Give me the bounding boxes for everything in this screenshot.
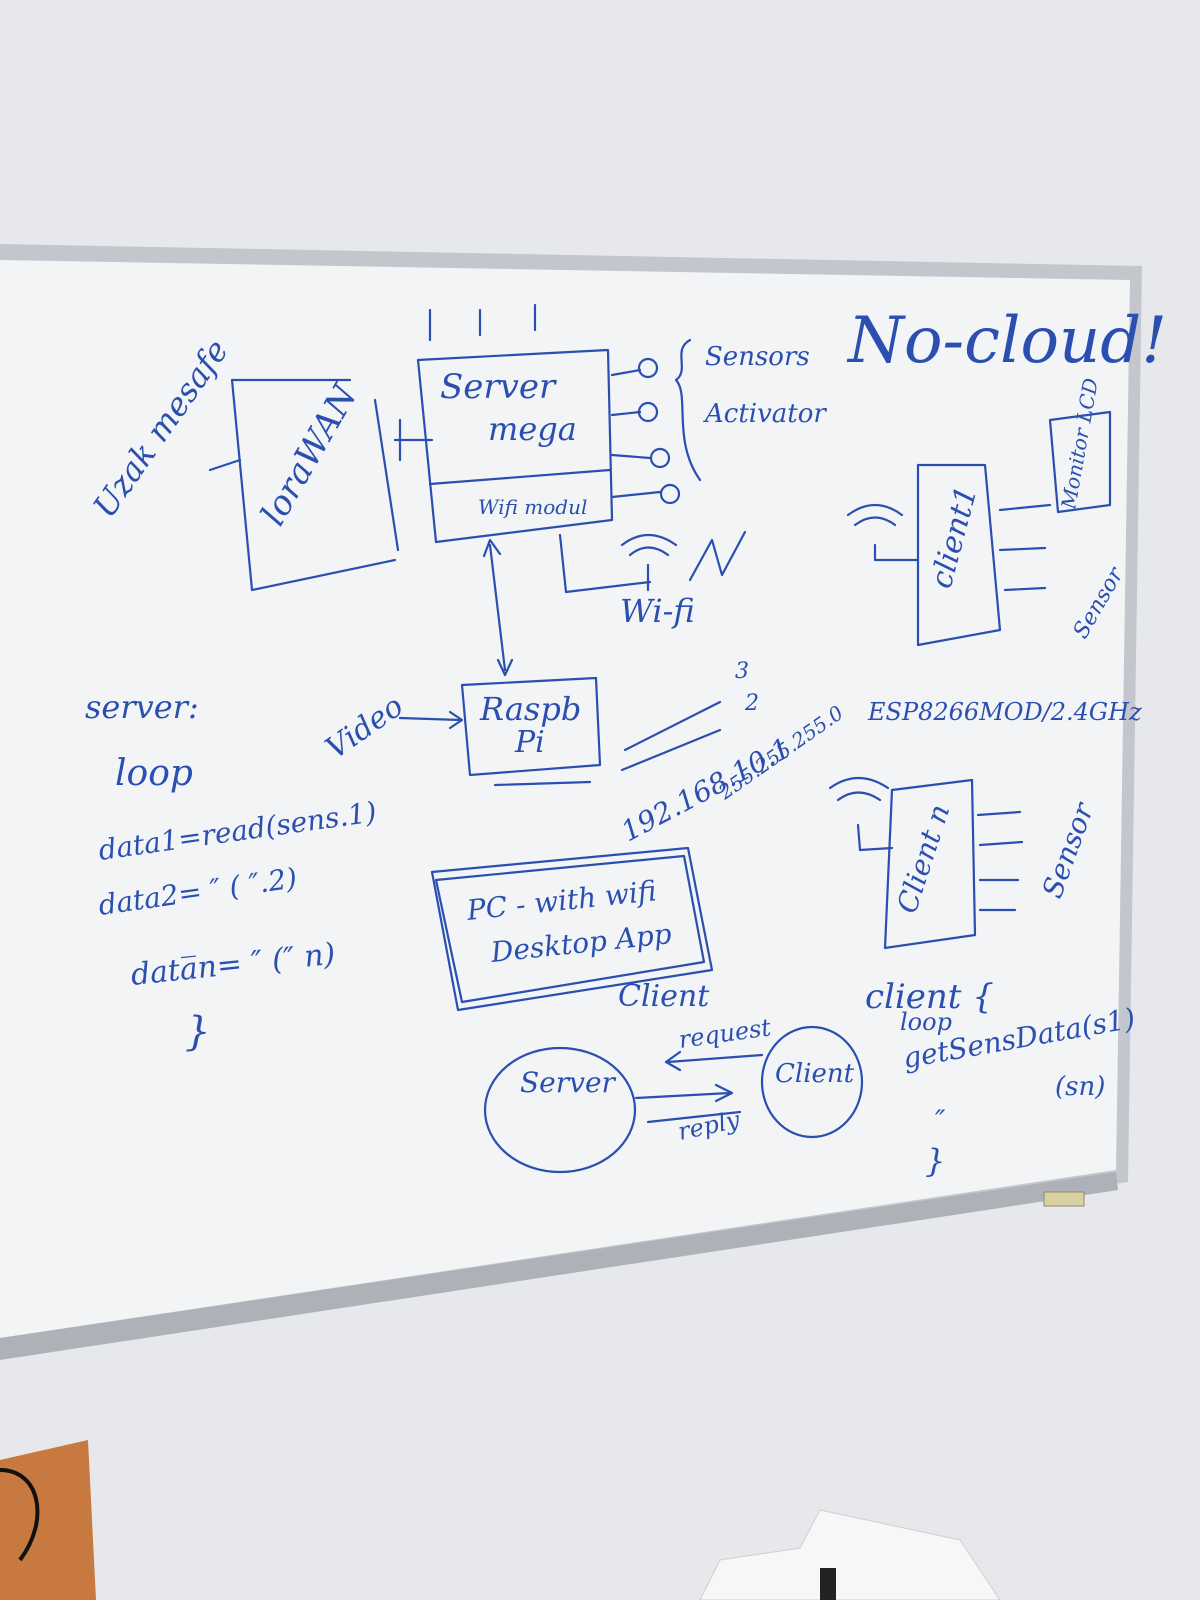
cable (0, 1468, 40, 1562)
client1-wifi-icon (846, 503, 920, 562)
ip-lines (620, 700, 722, 772)
rasp-box (460, 676, 602, 777)
get-sens-n: (sn) (1055, 1072, 1105, 1102)
activator-label: Activator (703, 399, 827, 429)
client-code-ellipsis: ″ (935, 1104, 946, 1137)
server-close-brace: } (185, 1009, 210, 1055)
ip-3: 3 (735, 659, 749, 684)
client1-pins (998, 503, 1052, 592)
client-loop-label: loop (900, 1008, 952, 1036)
sensor-pins (610, 357, 681, 505)
monitor-box (1048, 410, 1112, 514)
desk-corner (0, 1440, 96, 1600)
request-arrow (664, 1050, 764, 1072)
wifi-icon (620, 533, 678, 557)
video-arrow (398, 710, 464, 730)
sensors-brace (674, 338, 702, 482)
client-code-title: client { (865, 977, 994, 1017)
server-code-title: server: (85, 688, 199, 726)
esp-label: ESP8266MOD/2.4GHz (867, 698, 1142, 726)
wifi-zigzag-icon (688, 530, 747, 582)
sensors-label: Sensors (705, 342, 810, 372)
server-circle-label: Server (520, 1066, 617, 1099)
client-circle (760, 1025, 864, 1139)
pc-box (430, 846, 714, 1012)
clientn-box (883, 778, 977, 950)
papers (699, 1509, 1001, 1600)
rasp-underline (493, 780, 592, 787)
server-rasp-arrow (482, 538, 514, 677)
server-divider (428, 468, 612, 486)
wifi-modul-label: Wifi modul (478, 495, 587, 519)
pc-client-label: Client (618, 979, 710, 1014)
lorawan-box (230, 378, 400, 592)
wifi-link-line (558, 533, 652, 594)
server-label: Server (440, 367, 557, 407)
server-box (416, 348, 614, 544)
pc-box-inner (434, 854, 706, 1004)
paper-mark (820, 1568, 836, 1600)
marker-tray (0, 1172, 1118, 1360)
mega-label: mega (488, 410, 577, 448)
clientn-wifi-icon (828, 777, 894, 852)
server-circle (483, 1046, 637, 1174)
wifi-label: Wi-fi (620, 592, 695, 630)
no-cloud-text: No-cloud! (846, 304, 1167, 378)
client-circle-label: Client (775, 1059, 855, 1089)
lorawan-antenna-stub (208, 458, 242, 472)
reply-arrow (634, 1083, 734, 1103)
rasp-label: Raspb (479, 690, 581, 728)
clientn-pins (976, 810, 1024, 912)
marker (1043, 1191, 1085, 1207)
board-surface (0, 260, 1130, 1338)
loop-label: loop (115, 753, 193, 794)
client1-box (916, 463, 1002, 647)
ip-2: 2 (744, 691, 759, 716)
pi-label: Pi (514, 725, 545, 760)
server-antennas (428, 303, 537, 342)
client-close-brace: } (925, 1142, 945, 1180)
reply-underline (646, 1110, 742, 1124)
